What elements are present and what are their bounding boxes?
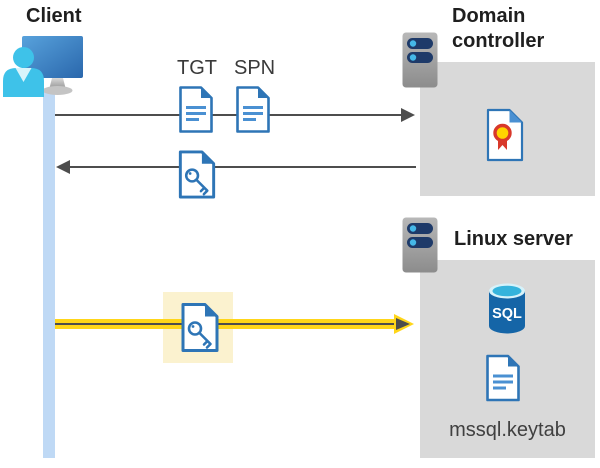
kerberos-ticket-icon <box>176 150 218 199</box>
client-label: Client <box>26 5 82 27</box>
arrow-service-head-icon <box>396 317 410 330</box>
client-user-monitor-icon <box>0 30 95 98</box>
domain-controller-server-icon <box>402 32 438 88</box>
keytab-document-icon <box>484 352 522 404</box>
keytab-label: mssql.keytab <box>449 419 566 441</box>
arrow-response-line <box>69 166 416 169</box>
arrow-request-line <box>55 113 402 116</box>
arrow-service-line <box>55 322 394 326</box>
spn-document-icon <box>234 86 272 133</box>
spn-label: SPN <box>234 57 276 79</box>
kerberos-service-ticket-icon <box>179 302 221 353</box>
linux-server-server-icon <box>402 217 438 273</box>
sql-label: SQL <box>492 306 522 322</box>
client-lifeline <box>43 90 55 458</box>
arrow-response-head-icon <box>56 160 70 174</box>
tgt-document-icon <box>177 86 215 133</box>
domain-controller-label: Domain controller <box>452 5 545 52</box>
linux-server-label: Linux server <box>454 228 573 250</box>
tgt-label: TGT <box>177 57 217 79</box>
sql-database-icon: SQL <box>487 282 527 335</box>
certificate-document-icon <box>485 108 525 162</box>
arrow-request-head-icon <box>401 108 415 122</box>
